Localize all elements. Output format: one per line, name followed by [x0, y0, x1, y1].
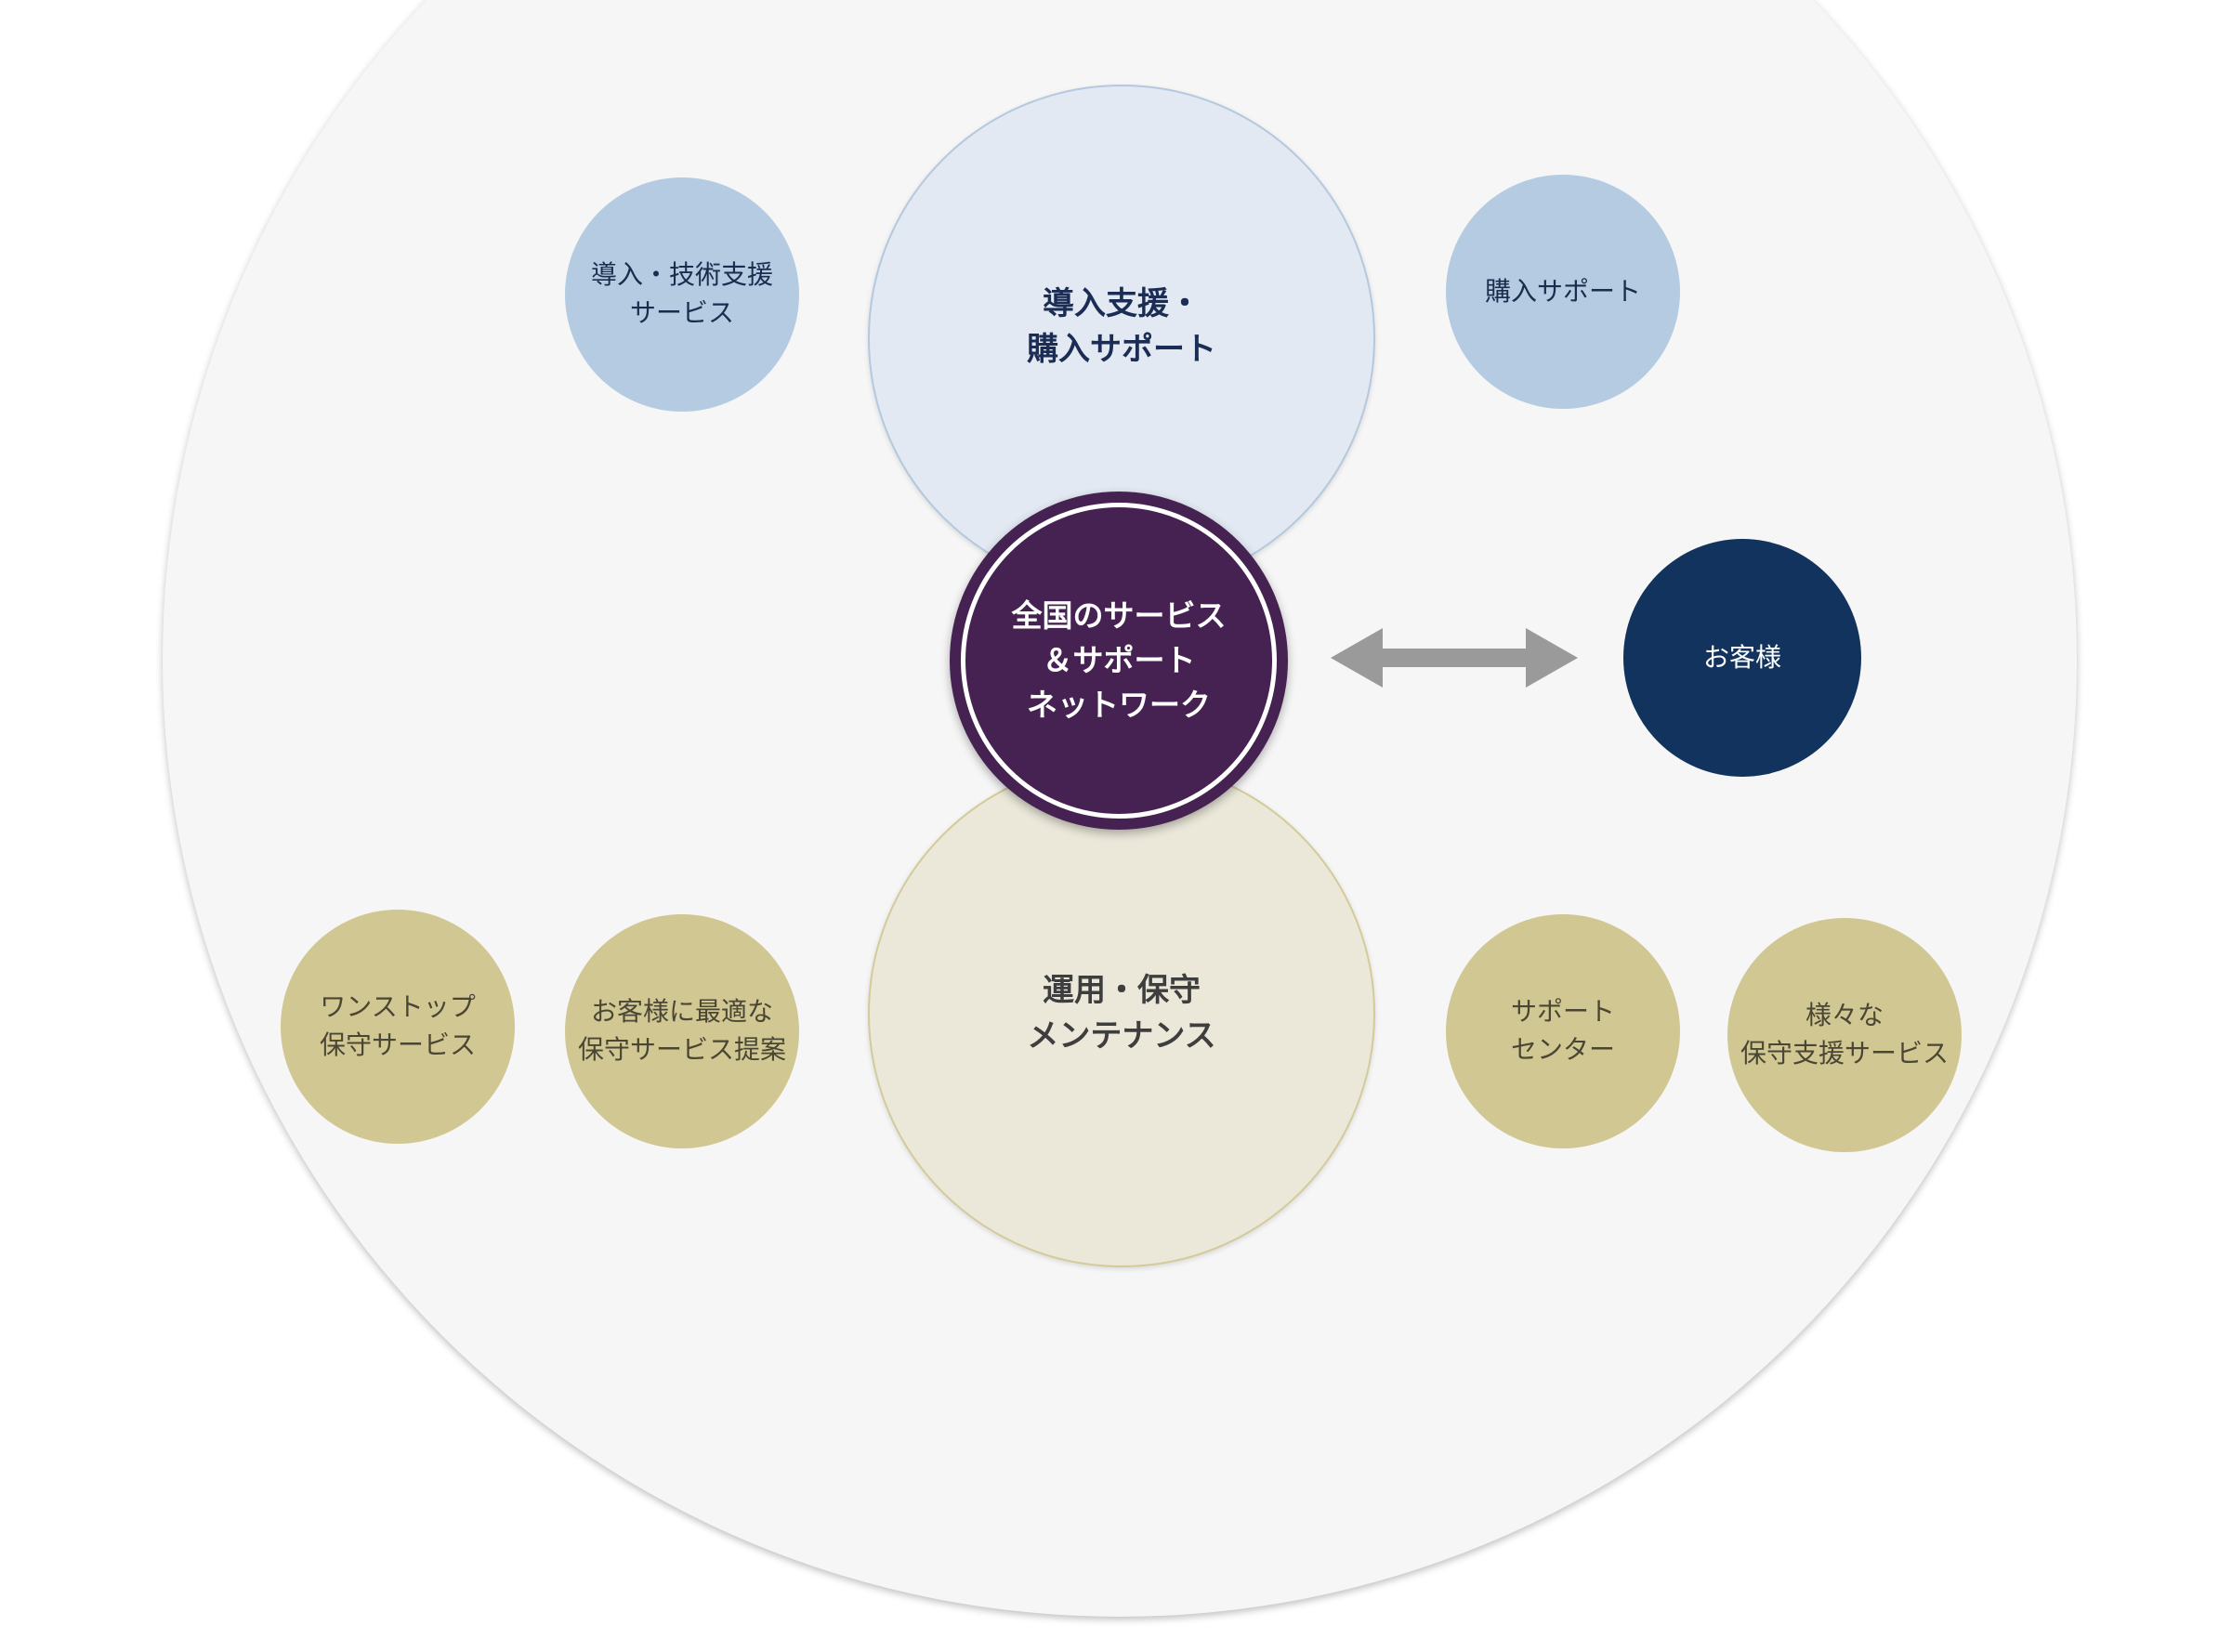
various-maintenance-services-circle: 様々な 保守支援サービス	[1727, 918, 1962, 1152]
technical-support-service-label: 導入・技術支援 サービス	[590, 259, 773, 328]
bidirectional-arrow-icon	[1331, 628, 1578, 688]
support-center-circle: サポート センター	[1446, 914, 1680, 1148]
nationwide-network-label: 全国のサービス ＆サポート ネットワーク	[1011, 597, 1227, 723]
one-stop-maintenance-label: ワンストップ 保守サービス	[319, 991, 476, 1060]
customer-circle: お客様	[1623, 539, 1861, 777]
implementation-purchase-support-label: 導入支援・ 購入サポート	[1027, 284, 1216, 368]
optimal-maintenance-proposal-circle: お客様に最適な 保守サービス提案	[565, 914, 799, 1148]
purchase-support-circle: 購入サポート	[1446, 175, 1680, 409]
support-center-label: サポート センター	[1510, 996, 1615, 1065]
purchase-support-label: 購入サポート	[1484, 275, 1641, 307]
implementation-purchase-support-circle: 導入支援・ 購入サポート	[868, 85, 1375, 592]
operation-maintenance-label: 運用・保守 メンテナンス	[1027, 971, 1216, 1055]
various-maintenance-services-label: 様々な 保守支援サービス	[1740, 1000, 1949, 1069]
customer-label: お客様	[1702, 641, 1781, 673]
operation-maintenance-circle: 運用・保守 メンテナンス	[868, 760, 1375, 1267]
one-stop-maintenance-circle: ワンストップ 保守サービス	[281, 910, 515, 1144]
hub-ring	[961, 503, 1277, 819]
technical-support-service-circle: 導入・技術支援 サービス	[565, 177, 799, 412]
optimal-maintenance-proposal-label: お客様に最適な 保守サービス提案	[577, 996, 786, 1065]
nationwide-network-hub: 全国のサービス ＆サポート ネットワーク	[950, 492, 1288, 830]
